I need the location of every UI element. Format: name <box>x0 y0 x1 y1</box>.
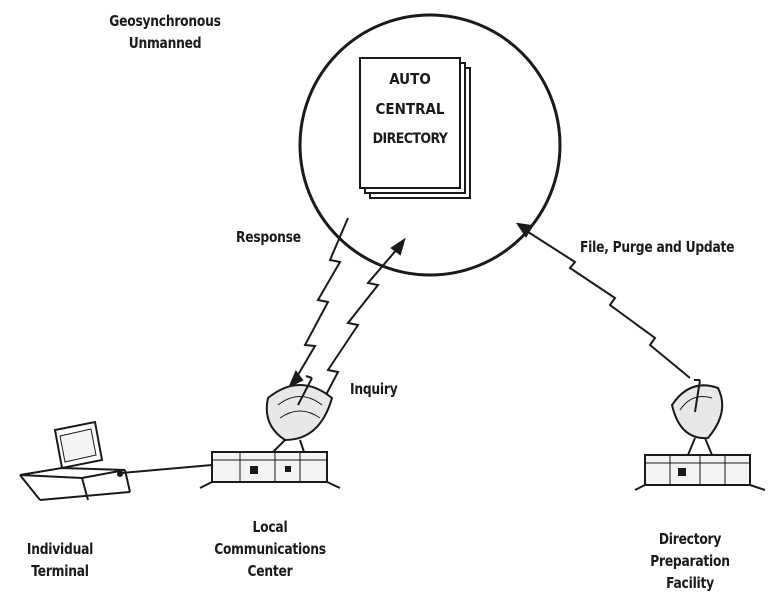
response-label: Response <box>236 228 301 246</box>
local-building-icon <box>199 451 341 489</box>
prep-label-line1: Directory <box>658 530 722 548</box>
inquiry-link <box>317 237 406 411</box>
laptop-icon <box>19 420 131 501</box>
satellite-label-line2: Unmanned <box>128 34 202 52</box>
prep-facility-label: Directory Preparation Facility <box>645 528 735 594</box>
prep-building-icon <box>634 454 766 491</box>
prep-label-line3: Facility <box>666 574 714 592</box>
local-center-label: Local Communications Center <box>213 516 328 582</box>
update-link <box>515 222 691 379</box>
prep-dish-icon <box>670 379 724 456</box>
doc-line-2: CENTRAL <box>375 100 445 118</box>
doc-line-1: AUTO <box>389 70 431 88</box>
satellite-label-line1: Geosynchronous <box>109 12 221 30</box>
terminal-label-line2: Terminal <box>31 562 89 580</box>
directory-document-label: AUTO CENTRAL DIRECTORY <box>360 64 460 154</box>
prep-label-line2: Preparation <box>650 552 730 570</box>
local-label-line3: Center <box>247 562 293 580</box>
terminal-label: Individual Terminal <box>19 538 101 582</box>
local-label-line1: Local <box>252 518 288 536</box>
response-link <box>288 217 349 389</box>
local-label-line2: Communications <box>214 540 326 558</box>
directory-document-icon <box>359 57 471 199</box>
inquiry-label: Inquiry <box>350 380 398 398</box>
local-dish-icon <box>265 375 334 456</box>
terminal-connection-line <box>121 464 213 474</box>
satellite-label: Geosynchronous Unmanned <box>108 10 223 54</box>
doc-line-3: DIRECTORY <box>372 131 448 147</box>
satellite-circle <box>298 13 562 277</box>
update-label: File, Purge and Update <box>580 238 735 256</box>
terminal-label-line1: Individual <box>26 540 94 558</box>
